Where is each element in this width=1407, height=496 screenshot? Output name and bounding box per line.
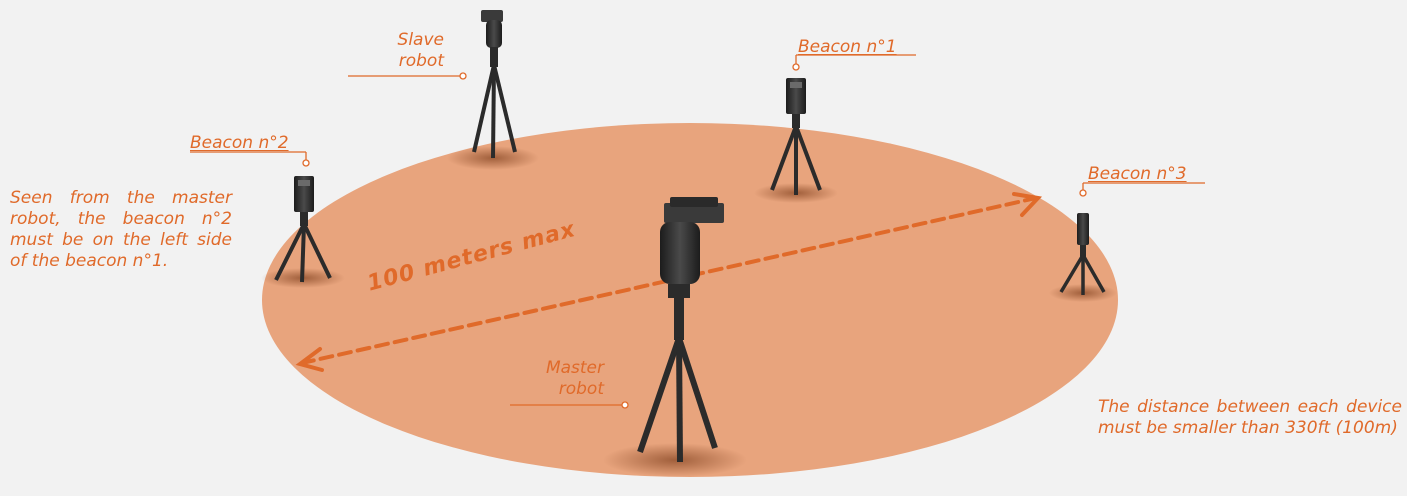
master-robot-label: Master robot [522,358,604,400]
master-robot-label-line2: robot [522,379,604,400]
field-area [262,123,1118,477]
master-robot-label-line1: Master [522,358,604,379]
left-note: Seen from the master robot, the beacon n… [10,188,232,272]
beacon2-label: Beacon n°2 [190,133,289,154]
right-note: The distance between each device must be… [1098,397,1402,439]
slave-robot-label: Slave robot [386,30,444,72]
master-robot-shadow [603,443,747,477]
slave-robot-label-line2: robot [386,51,444,72]
slave-robot-label-line1: Slave [386,30,444,51]
beacon1-label: Beacon n°1 [798,37,897,58]
slave-robot-icon [474,10,515,158]
beacon3-label: Beacon n°3 [1088,164,1187,185]
